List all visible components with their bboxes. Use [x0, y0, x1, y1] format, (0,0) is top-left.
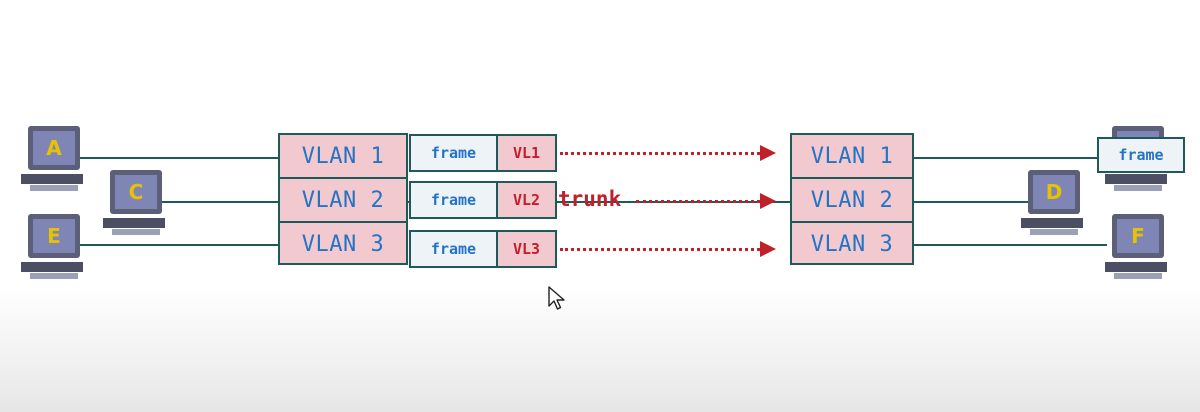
arrow-right-icon [760, 193, 776, 209]
arrow-right-icon [760, 145, 776, 161]
right-switch-vlan-3: VLAN 3 [810, 231, 894, 257]
flow-line-vl1 [560, 152, 760, 155]
host-e-computer-icon: E [21, 214, 83, 279]
right-switch: VLAN 1 VLAN 2 VLAN 3 [790, 133, 914, 265]
mouse-pointer-icon [548, 286, 565, 310]
right-switch-divider [792, 177, 912, 179]
left-switch-vlan-1: VLAN 1 [301, 143, 385, 169]
trunk-label: trunk [558, 187, 622, 211]
host-c-computer-icon: C [103, 170, 165, 235]
vlan-tag: VL2 [498, 183, 555, 217]
left-switch: VLAN 1 VLAN 2 VLAN 3 [278, 133, 408, 265]
host-label: F [1131, 224, 1145, 248]
received-frame: frame [1097, 137, 1185, 173]
frame-label: frame [411, 183, 498, 217]
frame-label: frame [411, 136, 498, 170]
host-label: A [46, 136, 62, 160]
vlan-tag: VL3 [498, 232, 555, 266]
wire-host-d [912, 201, 1030, 203]
wire-host-c [158, 201, 280, 203]
flow-line-vl2 [636, 200, 760, 203]
left-switch-vlan-2: VLAN 2 [301, 187, 385, 213]
tagged-frame-vl2: frame VL2 [409, 181, 557, 219]
tagged-frame-vl1: frame VL1 [409, 134, 557, 172]
right-switch-vlan-1: VLAN 1 [810, 143, 894, 169]
left-switch-divider [280, 177, 406, 179]
flow-line-vl3 [560, 248, 760, 251]
host-label: E [47, 224, 61, 248]
wire-host-e [78, 244, 280, 246]
trunk-wire-left [406, 201, 410, 203]
wire-host-a [78, 157, 280, 159]
arrow-right-icon [760, 241, 776, 257]
host-a-computer-icon: A [21, 126, 83, 191]
left-switch-divider [280, 221, 406, 223]
wire-host-f [912, 244, 1107, 246]
host-f-computer-icon: F [1105, 214, 1167, 279]
host-label: D [1046, 180, 1063, 204]
tagged-frame-vl3: frame VL3 [409, 230, 557, 268]
host-label: C [129, 180, 144, 204]
host-d-computer-icon: D [1021, 170, 1083, 235]
vlan-tag: VL1 [498, 136, 555, 170]
wire-host-b [912, 157, 1100, 159]
left-switch-vlan-3: VLAN 3 [301, 231, 385, 257]
right-switch-vlan-2: VLAN 2 [810, 187, 894, 213]
right-switch-divider [792, 221, 912, 223]
frame-label: frame [411, 232, 498, 266]
